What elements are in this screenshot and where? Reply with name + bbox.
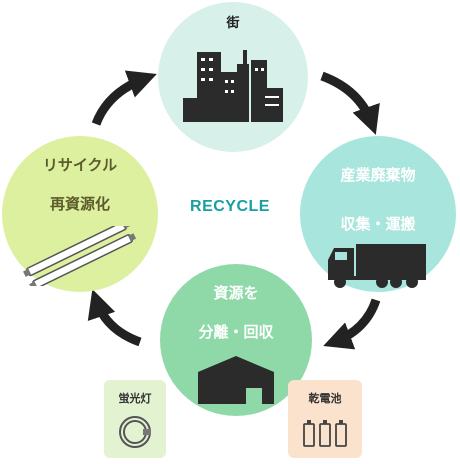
city-buildings-icon	[183, 50, 283, 123]
card-dry-battery: 乾電池	[288, 380, 362, 458]
node-recycle: リサイクル 再資源化	[2, 136, 158, 292]
node-waste-label-line1: 産業廃棄物	[340, 166, 416, 184]
arrow-city-to-waste	[320, 71, 380, 135]
card-fluorescent-lamp: 蛍光灯	[104, 380, 166, 458]
arrow-recycle-to-city	[91, 70, 157, 126]
arrow-waste-to-separate	[323, 298, 381, 350]
node-recycle-label-line1: リサイクル	[42, 156, 118, 174]
center-recycle-label: RECYCLE	[190, 198, 270, 215]
circular-lamp-icon	[119, 416, 151, 448]
arrow-separate-to-recycle	[87, 289, 142, 347]
node-city: 街	[158, 2, 308, 152]
truck-icon	[328, 243, 426, 288]
card-battery-label: 乾電池	[308, 392, 342, 405]
card-fluorescent-label: 蛍光灯	[118, 392, 152, 405]
node-city-label: 街	[226, 16, 240, 31]
node-recycle-label-line2: 再資源化	[49, 194, 110, 213]
node-separate-label-line2: 分離・回収	[198, 322, 274, 341]
node-separate-label-line1: 資源を	[213, 284, 259, 302]
batteries-icon	[303, 420, 347, 447]
warehouse-icon	[198, 355, 274, 404]
node-waste-label-line2: 収集・運搬	[340, 214, 416, 233]
fluorescent-tubes-icon	[23, 225, 137, 286]
node-waste-collection: 産業廃棄物 収集・運搬	[300, 136, 456, 292]
node-separation: 資源を 分離・回収	[160, 264, 312, 416]
